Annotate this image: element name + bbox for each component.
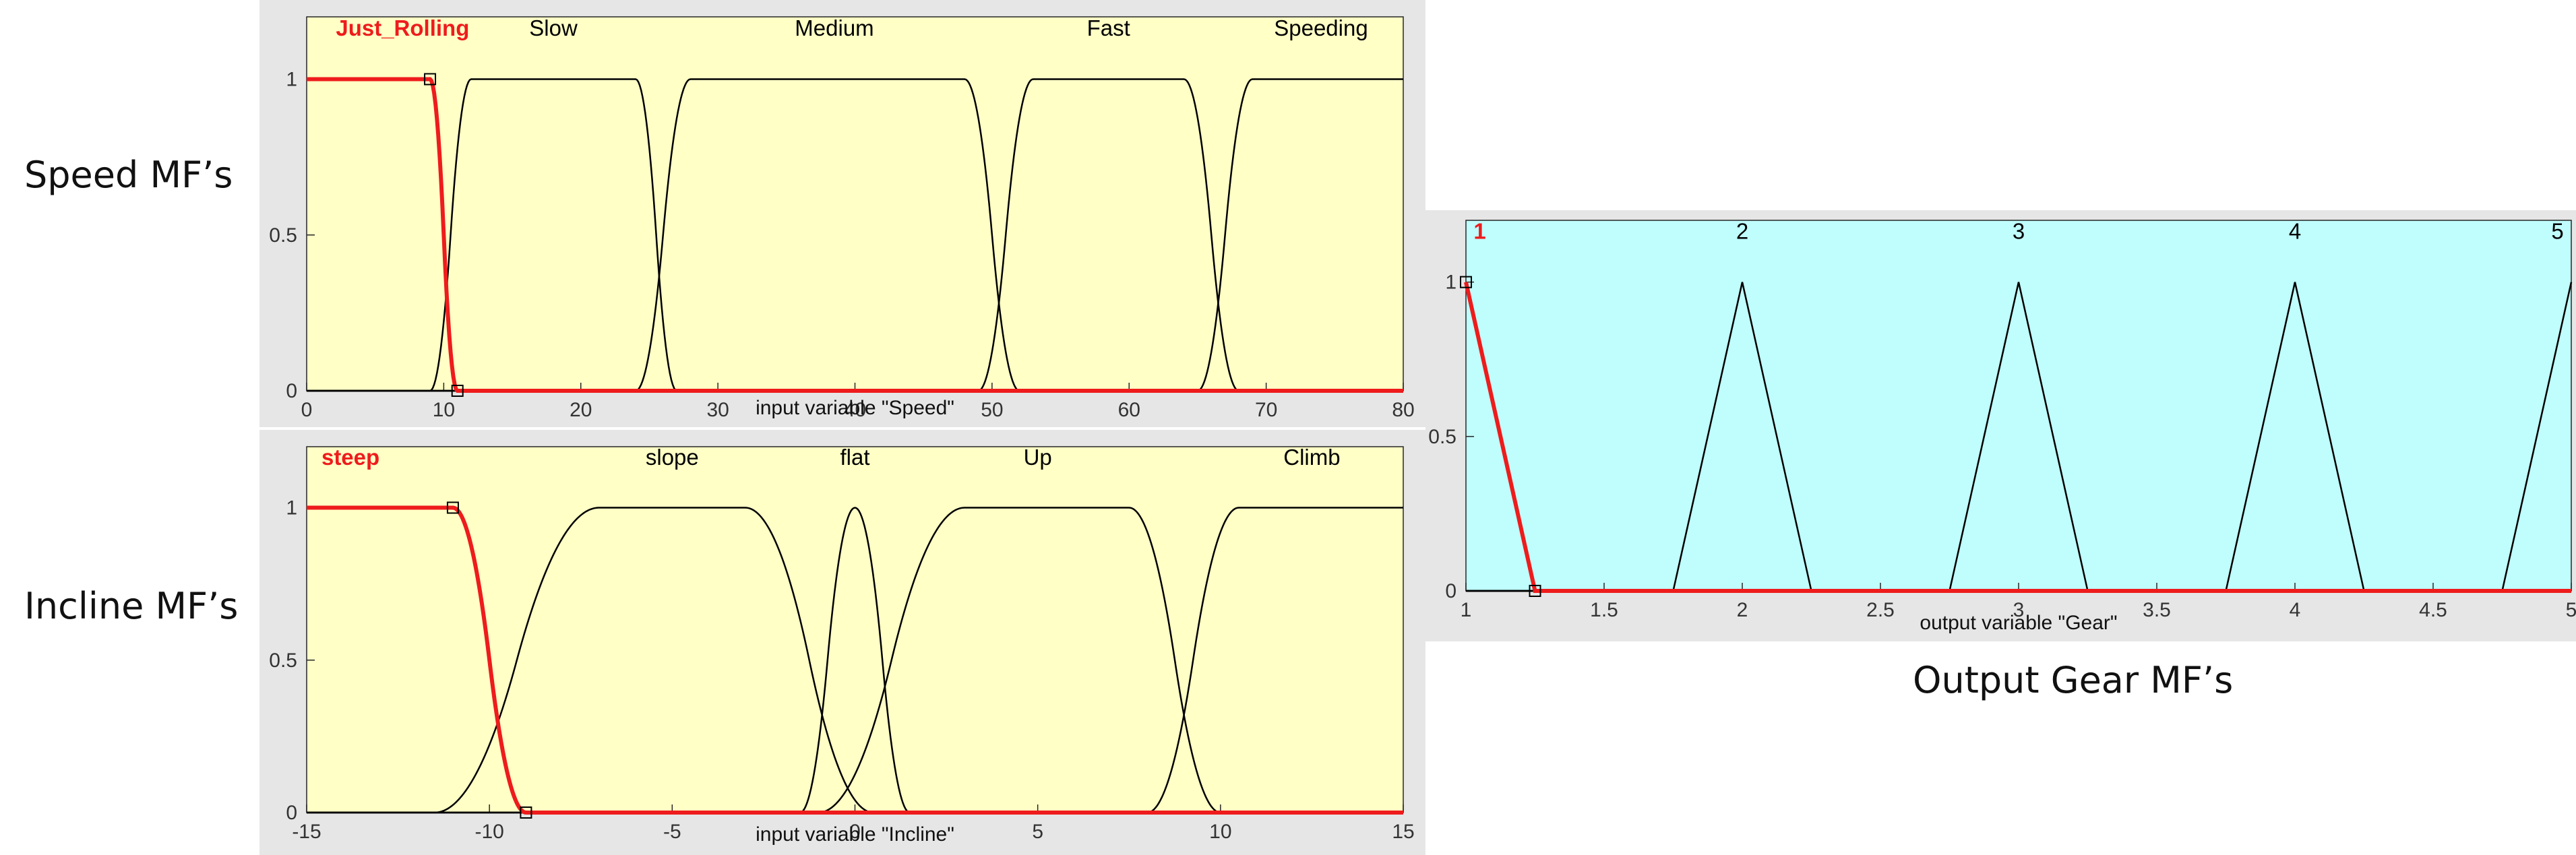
mf-label-4[interactable]: 4 <box>2289 219 2301 244</box>
x-axis-label: input variable "Speed" <box>756 397 954 419</box>
x-tick-label: -5 <box>663 821 681 843</box>
mf-label-flat[interactable]: flat <box>840 445 869 470</box>
mf-handle[interactable] <box>446 501 459 514</box>
gear-plot-panel: 0 0.5 1 1 1.5 2 2.5 3 3.5 4 4.5 5 output variable "G… <box>1425 210 2576 641</box>
x-tick-label: 50 <box>981 399 1003 421</box>
plot-area <box>306 446 1404 813</box>
mf-label-speeding[interactable]: Speeding <box>1274 15 1368 40</box>
x-tick-label: 40 <box>844 399 866 421</box>
y-tick-label: 1 <box>286 497 297 519</box>
mf-curve-just-rolling[interactable] <box>307 77 1403 393</box>
mf-curve-steep[interactable] <box>307 505 1403 815</box>
x-tick-label: 3 <box>2013 599 2025 621</box>
mf-label-medium[interactable]: Medium <box>795 15 873 40</box>
y-tick-label: 0.5 <box>269 650 297 672</box>
mf-handle[interactable] <box>1529 585 1541 597</box>
y-tick-label: 1 <box>286 69 297 91</box>
x-tick-label: 2 <box>1737 599 1748 621</box>
mf-label-slope[interactable]: slope <box>646 445 699 470</box>
x-tick-label: 2.5 <box>1866 599 1895 621</box>
x-tick-label: -10 <box>474 821 503 843</box>
x-axis-label: output variable "Gear" <box>1920 612 2117 634</box>
x-tick-label: 1 <box>1461 599 1472 621</box>
mf-label-3[interactable]: 3 <box>2013 219 2025 244</box>
x-tick-label: 4 <box>2290 599 2301 621</box>
gear-mf-label: Output Gear MF’s <box>1913 659 2234 701</box>
x-tick-label: 1.5 <box>1590 599 1618 621</box>
x-tick-label: 3.5 <box>2143 599 2171 621</box>
x-tick-label: 30 <box>706 399 729 421</box>
mf-curve-1[interactable] <box>1464 282 2571 593</box>
x-tick-label: 10 <box>1209 821 1231 843</box>
mf-label-2[interactable]: 2 <box>1736 219 1748 244</box>
mf-label-fast[interactable]: Fast <box>1087 15 1130 40</box>
x-tick-label: 60 <box>1118 399 1140 421</box>
x-tick-label: 4.5 <box>2419 599 2447 621</box>
x-tick-label: 5 <box>2566 599 2576 621</box>
y-tick-label: 0 <box>286 380 297 402</box>
y-tick-label: 0 <box>286 802 297 824</box>
gear-mf-chart: 0 0.5 1 1 1.5 2 2.5 3 3.5 4 4.5 5 output variable "G… <box>1428 219 2576 635</box>
plot-area <box>306 16 1404 391</box>
mf-label-5[interactable]: 5 <box>2551 219 2563 244</box>
mf-label-up[interactable]: Up <box>1024 445 1052 470</box>
y-tick-label: 1 <box>1445 272 1456 294</box>
mf-label-climb[interactable]: Climb <box>1283 445 1340 470</box>
x-tick-label: 70 <box>1255 399 1277 421</box>
x-tick-label: 5 <box>1032 821 1043 843</box>
speed-mf-label: Speed MF’s <box>24 154 233 196</box>
x-tick-label: 10 <box>433 399 455 421</box>
incline-mf-chart: 0 0.5 1 -15 -10 -5 0 5 10 15 input variable "Incli… <box>269 445 1414 846</box>
mf-label-slow[interactable]: Slow <box>529 15 578 40</box>
y-tick-label: 0.5 <box>269 224 297 247</box>
mf-handle[interactable] <box>424 73 437 86</box>
x-tick-label: 0 <box>849 821 861 843</box>
plot-area <box>1465 220 2572 592</box>
mf-label-just-rolling[interactable]: Just_Rolling <box>336 15 469 40</box>
x-tick-label: -15 <box>292 821 321 843</box>
x-axis-label: input variable "Incline" <box>756 823 954 846</box>
incline-plot-panel: 0 0.5 1 -15 -10 -5 0 5 10 15 input variable "Incli… <box>259 430 1425 855</box>
mf-handle[interactable] <box>451 385 464 397</box>
x-tick-label: 0 <box>301 399 313 421</box>
mf-handle[interactable] <box>520 806 532 819</box>
x-tick-label: 20 <box>570 399 592 421</box>
mf-handle[interactable] <box>1460 276 1472 288</box>
y-tick-label: 0 <box>1445 580 1456 602</box>
mf-label-1[interactable]: 1 <box>1473 219 1485 244</box>
incline-mf-label: Incline MF’s <box>24 585 239 627</box>
x-tick-label: 80 <box>1392 399 1414 421</box>
mf-label-steep[interactable]: steep <box>321 445 379 470</box>
x-tick-label: 15 <box>1392 821 1414 843</box>
y-tick-label: 0.5 <box>1428 426 1456 448</box>
